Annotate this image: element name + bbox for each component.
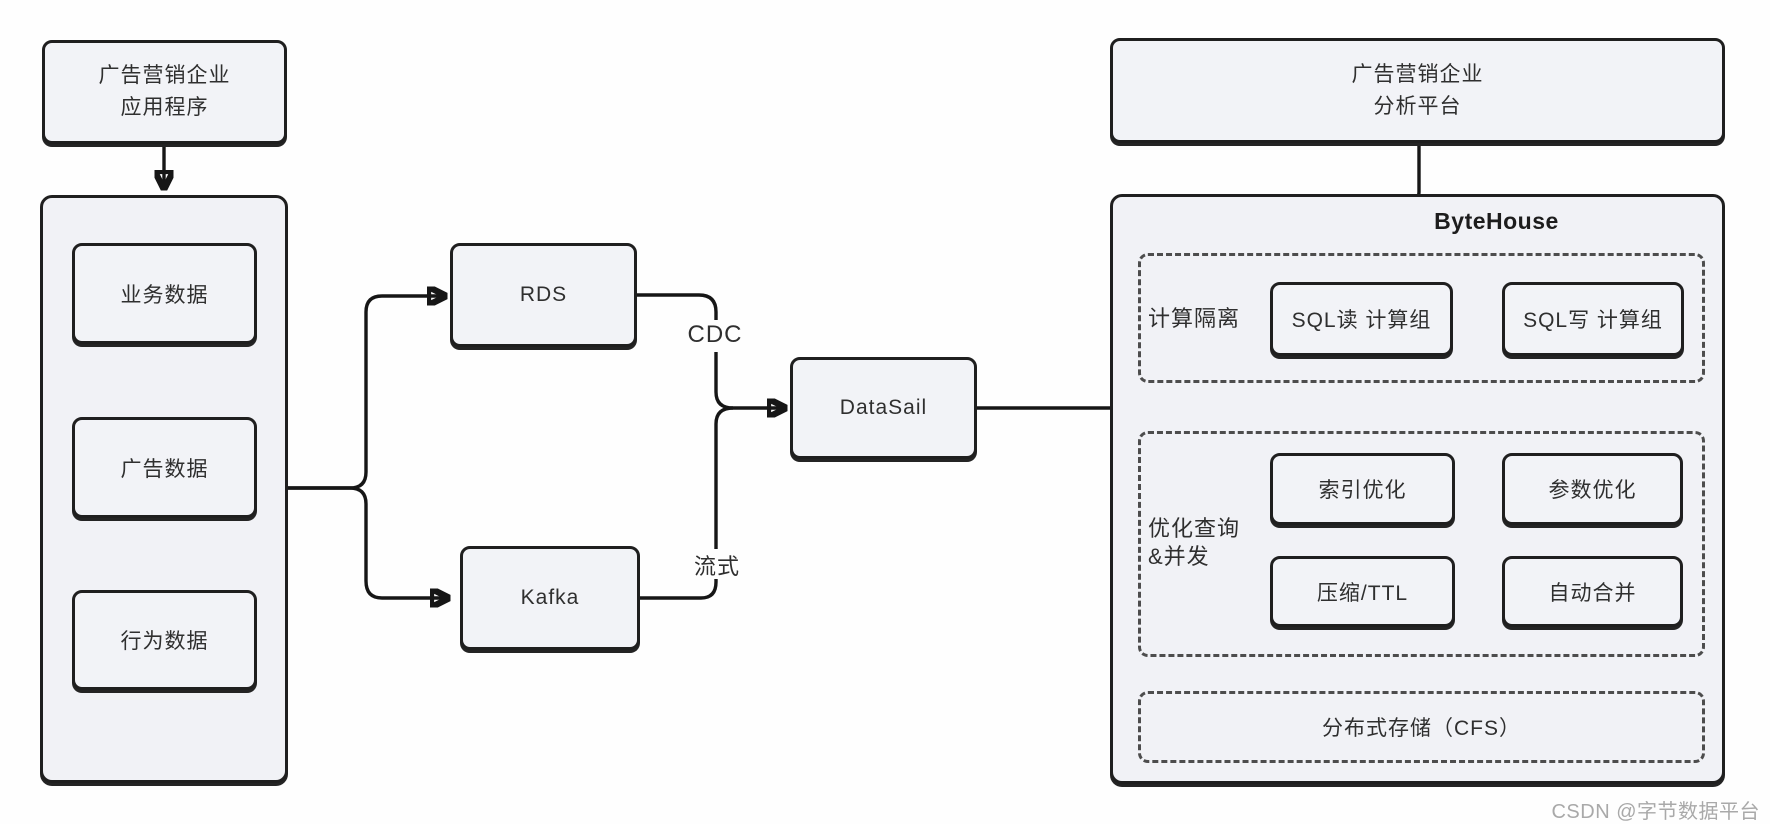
node-behavior-data-label: 行为数据 <box>120 630 209 653</box>
node-index-optimization: 索引优化 <box>1270 453 1455 525</box>
compute-isolation-group <box>1138 253 1705 383</box>
node-business-data-label: 业务数据 <box>120 283 209 307</box>
node-datasail-label: DataSail <box>839 396 928 419</box>
node-ad-data: 广告数据 <box>72 417 257 518</box>
node-business-data: 业务数据 <box>72 243 257 344</box>
parameter-optimization-label: 参数优化 <box>1548 479 1637 502</box>
edge-sources-to-rds <box>288 296 442 490</box>
node-datasail: DataSail <box>790 357 977 459</box>
node-rds-label: RDS <box>519 283 568 306</box>
query-optimization-label-line2: &并发 <box>1148 544 1210 569</box>
sql-read-group-label: SQL读 计算组 <box>1291 309 1432 332</box>
node-kafka: Kafka <box>460 546 640 650</box>
edge-cdc-to-datasail <box>714 352 782 408</box>
index-optimization-label: 索引优化 <box>1318 479 1407 502</box>
query-optimization-group <box>1138 431 1705 657</box>
edge-kafka-to-stream <box>640 579 718 600</box>
analytics-platform-box: 广告营销企业 分析平台 <box>1110 38 1725 143</box>
node-ad-data-label: 广告数据 <box>120 457 209 481</box>
analytics-platform-line2: 分析平台 <box>1373 94 1462 118</box>
node-behavior-data: 行为数据 <box>72 590 257 690</box>
cdc-edge-label: CDC <box>687 321 743 348</box>
app-source-line1: 广告营销企业 <box>98 64 231 87</box>
node-sql-read-group: SQL读 计算组 <box>1270 282 1453 356</box>
node-kafka-label: Kafka <box>520 586 580 609</box>
edge-rds-to-cdc <box>637 293 718 320</box>
node-rds: RDS <box>450 243 637 347</box>
compression-ttl-label: 压缩/TTL <box>1316 581 1409 605</box>
sql-write-group-label: SQL写 计算组 <box>1523 309 1663 332</box>
stream-edge-label: 流式 <box>693 553 740 579</box>
node-compression-ttl: 压缩/TTL <box>1270 556 1455 627</box>
distributed-storage-label: 分布式存储（CFS） <box>1322 717 1521 740</box>
auto-merge-label: 自动合并 <box>1548 581 1637 605</box>
node-sql-write-group: SQL写 计算组 <box>1502 282 1684 356</box>
compute-isolation-label: 计算隔离 <box>1148 306 1241 331</box>
query-optimization-label-line1: 优化查询 <box>1148 516 1241 541</box>
bytehouse-title: ByteHouse <box>1434 207 1559 234</box>
edge-sources-to-kafka <box>288 486 445 598</box>
node-parameter-optimization: 参数优化 <box>1502 453 1683 525</box>
app-source-line2: 应用程序 <box>120 96 209 119</box>
app-source-box: 广告营销企业 应用程序 <box>42 40 287 144</box>
edge-stream-to-datasail <box>714 406 734 549</box>
analytics-platform-line1: 广告营销企业 <box>1351 62 1484 86</box>
node-auto-merge: 自动合并 <box>1502 556 1683 627</box>
query-optimization-label: 优化查询 &并发 <box>1148 515 1268 571</box>
distributed-storage-group: 分布式存储（CFS） <box>1138 691 1705 763</box>
csdn-watermark: CSDN @字节数据平台 <box>1551 801 1760 823</box>
